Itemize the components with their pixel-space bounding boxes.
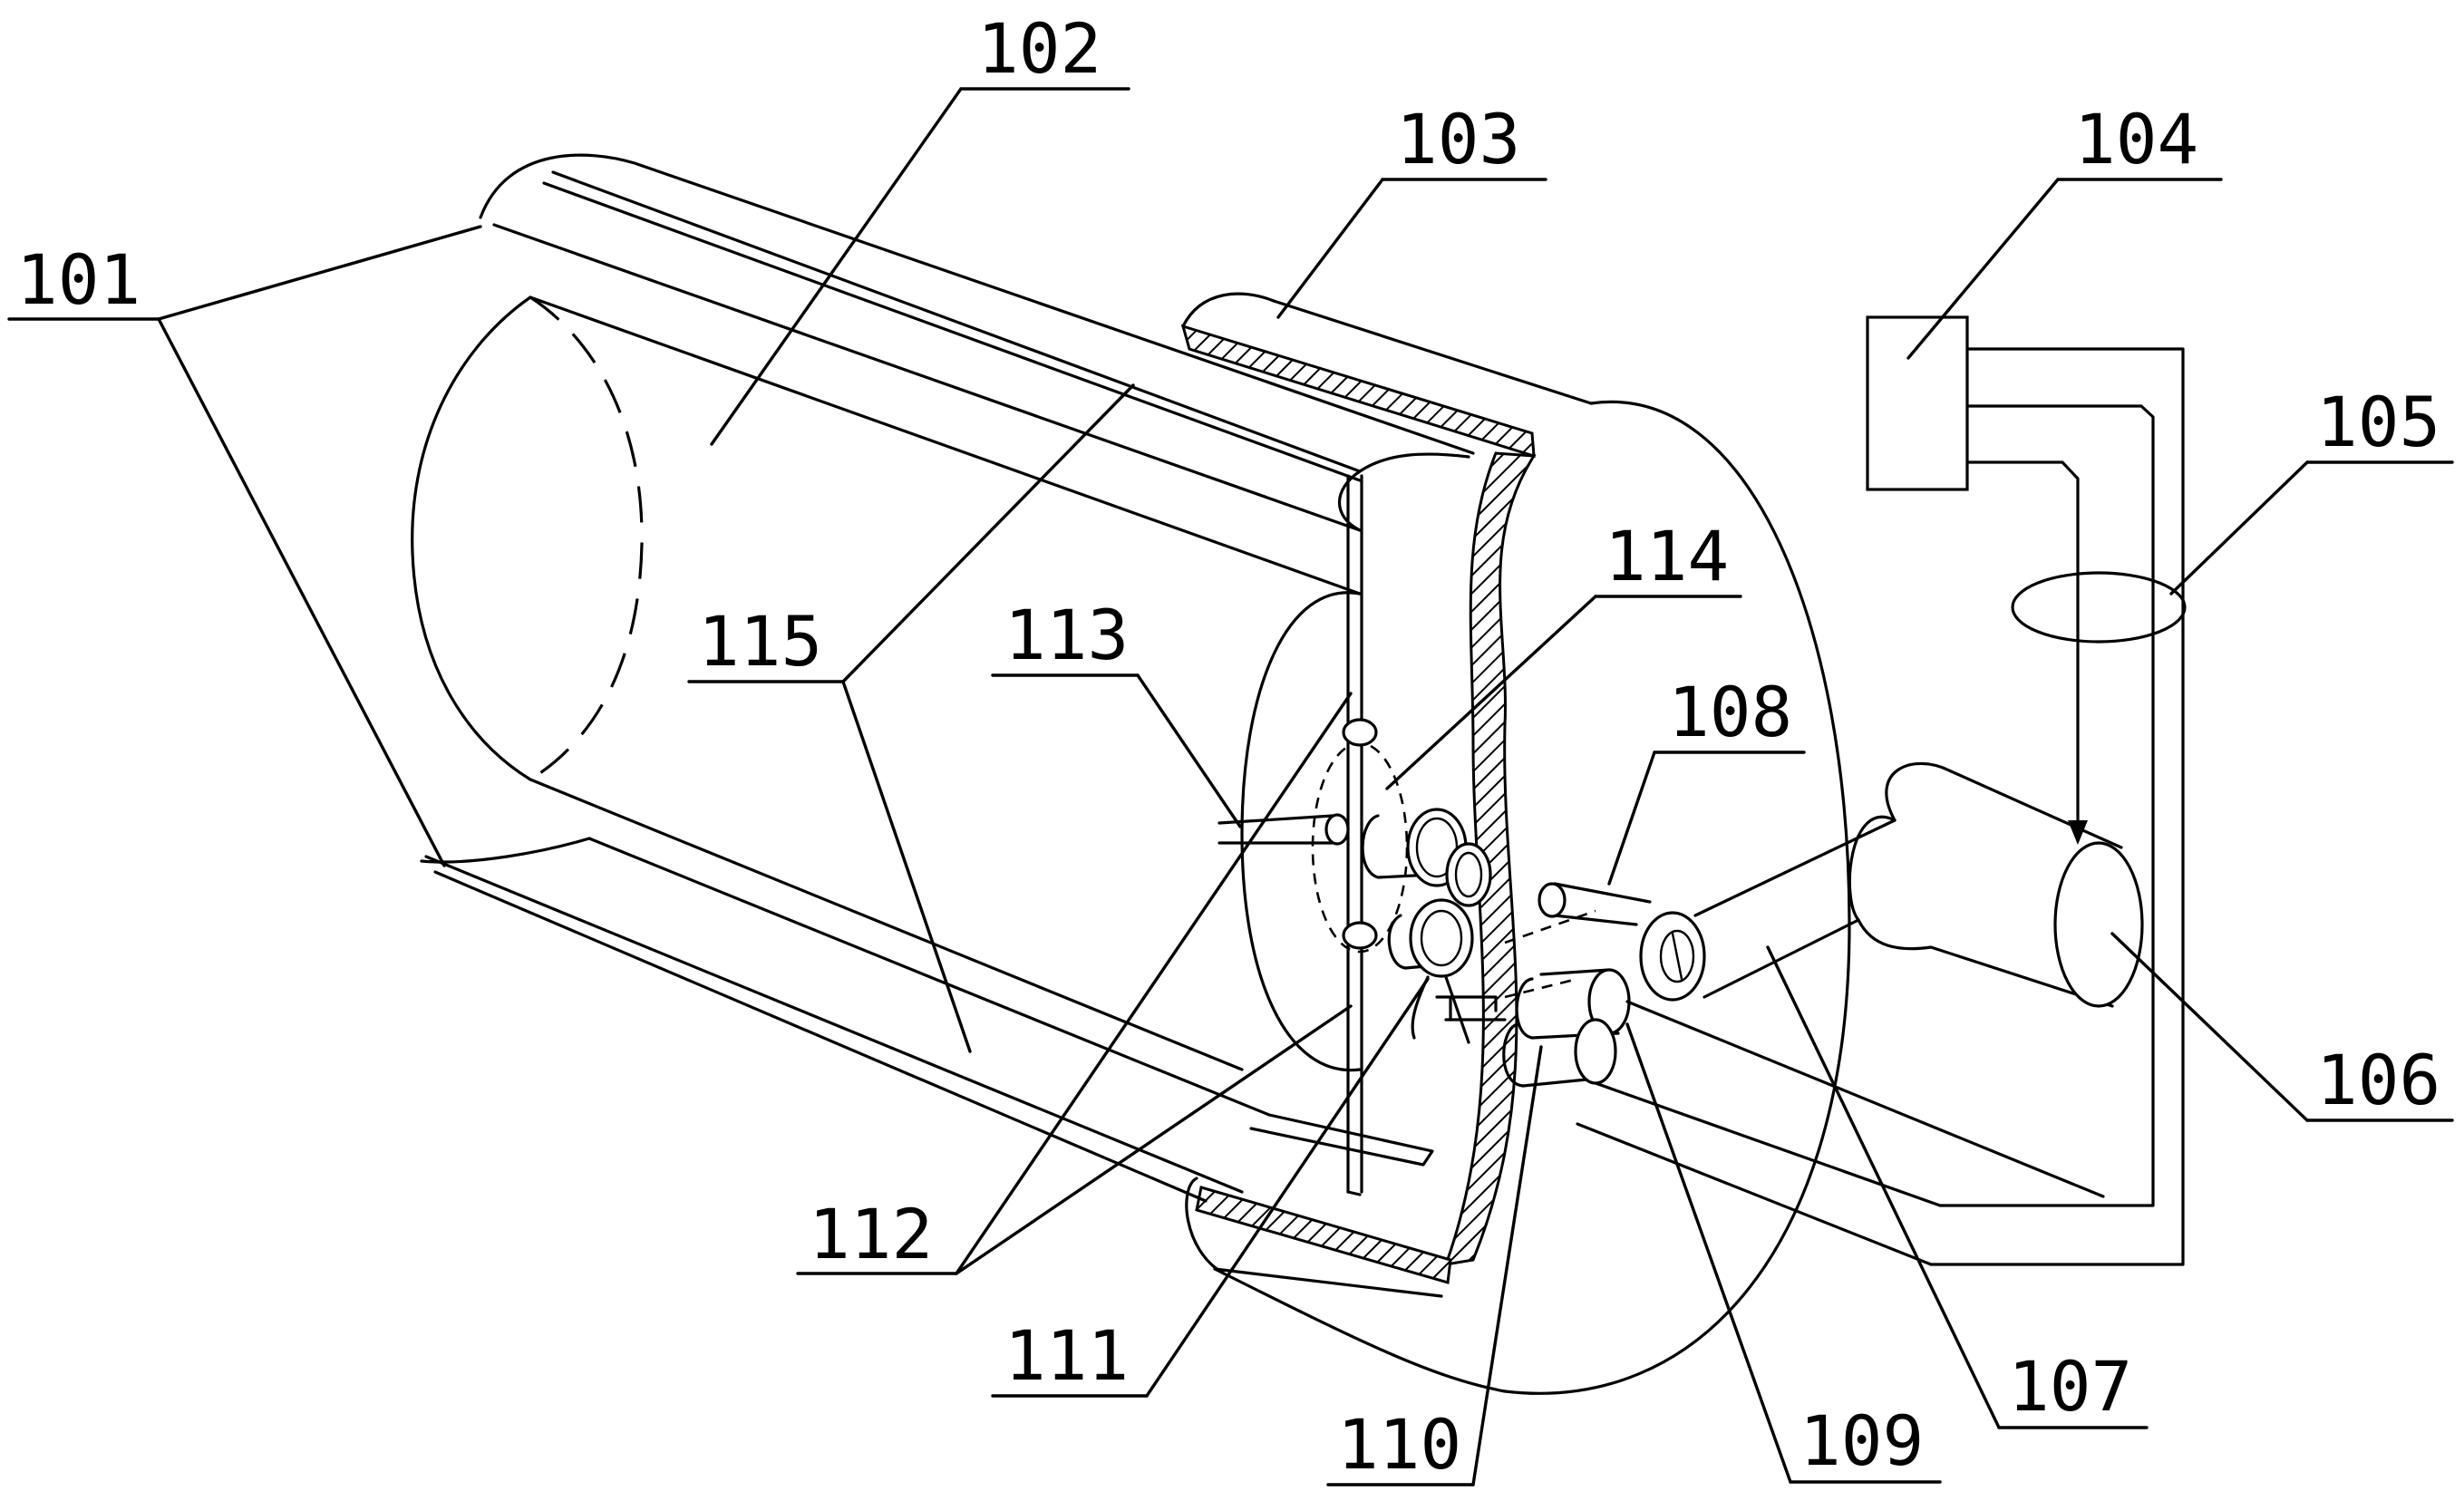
reference-numerals: 101 102 103 104 105 106 107 108 109 110 … bbox=[16, 8, 2440, 1485]
controller-and-wiring bbox=[1576, 315, 2187, 1266]
label-114: 114 bbox=[1605, 516, 1729, 596]
motor bbox=[1693, 761, 2144, 1008]
label-112: 112 bbox=[809, 1194, 933, 1274]
outer-housing bbox=[1180, 292, 1851, 1395]
label-104: 104 bbox=[2074, 99, 2198, 179]
label-107: 107 bbox=[2008, 1346, 2132, 1427]
label-113: 113 bbox=[1004, 595, 1129, 675]
label-111: 111 bbox=[1004, 1315, 1129, 1396]
label-110: 110 bbox=[1337, 1404, 1461, 1485]
label-108: 108 bbox=[1668, 672, 1792, 752]
label-109: 109 bbox=[1799, 1400, 1924, 1481]
label-105: 105 bbox=[2316, 382, 2440, 462]
leader-lines bbox=[7, 87, 2454, 1486]
sensor-assembly bbox=[1502, 882, 2105, 1198]
label-106: 106 bbox=[2316, 1040, 2440, 1120]
label-103: 103 bbox=[1396, 99, 1520, 179]
drum-body bbox=[411, 153, 1475, 1203]
label-102: 102 bbox=[977, 8, 1101, 89]
label-101: 101 bbox=[16, 239, 141, 320]
label-115: 115 bbox=[698, 601, 822, 682]
